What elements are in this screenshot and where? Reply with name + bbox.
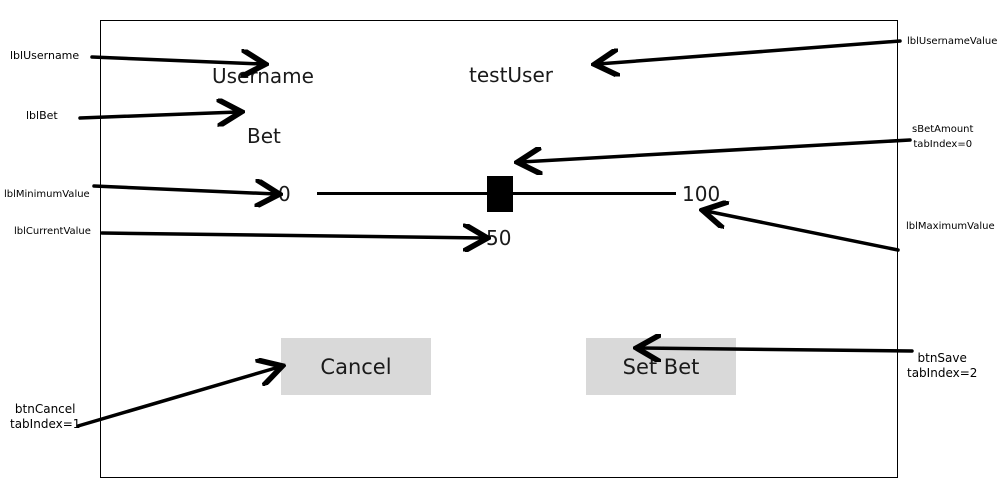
- annotation-lblbet: lblBet: [26, 109, 58, 122]
- username-value: testUser: [469, 63, 553, 87]
- annotation-btncancel-tabindex: tabIndex=1: [10, 417, 81, 431]
- annotation-btnsave-name: btnSave: [917, 351, 967, 365]
- username-label: Username: [212, 64, 314, 88]
- minimum-value-label: 0: [278, 182, 291, 206]
- annotation-btncancel-name: btnCancel: [14, 402, 76, 416]
- annotation-lblusernamevalue: lblUsernameValue: [907, 36, 998, 47]
- annotation-lblmaximumvalue: lblMaximumValue: [906, 221, 995, 232]
- annotation-sbetamount: sBetAmount tabIndex=0: [912, 122, 973, 152]
- current-value-label: 50: [486, 226, 512, 250]
- bet-label: Bet: [247, 124, 281, 148]
- set-bet-button[interactable]: Set Bet: [586, 338, 736, 395]
- annotation-lblminimumvalue: lblMinimumValue: [4, 189, 90, 200]
- annotation-sbetamount-tabindex: tabIndex=0: [913, 139, 973, 150]
- cancel-button[interactable]: Cancel: [281, 338, 431, 395]
- bet-slider-thumb[interactable]: [486, 176, 513, 212]
- annotation-btncancel: btnCancel tabIndex=1: [10, 402, 80, 432]
- annotation-sbetamount-name: sBetAmount: [912, 124, 974, 135]
- maximum-value-label: 100: [682, 182, 721, 206]
- annotation-btnsave-tabindex: tabIndex=2: [907, 366, 978, 380]
- annotation-lblusername: lblUsername: [10, 49, 80, 62]
- annotation-lblcurrentvalue: lblCurrentValue: [14, 226, 91, 237]
- annotation-btnsave: btnSave tabIndex=2: [907, 351, 977, 381]
